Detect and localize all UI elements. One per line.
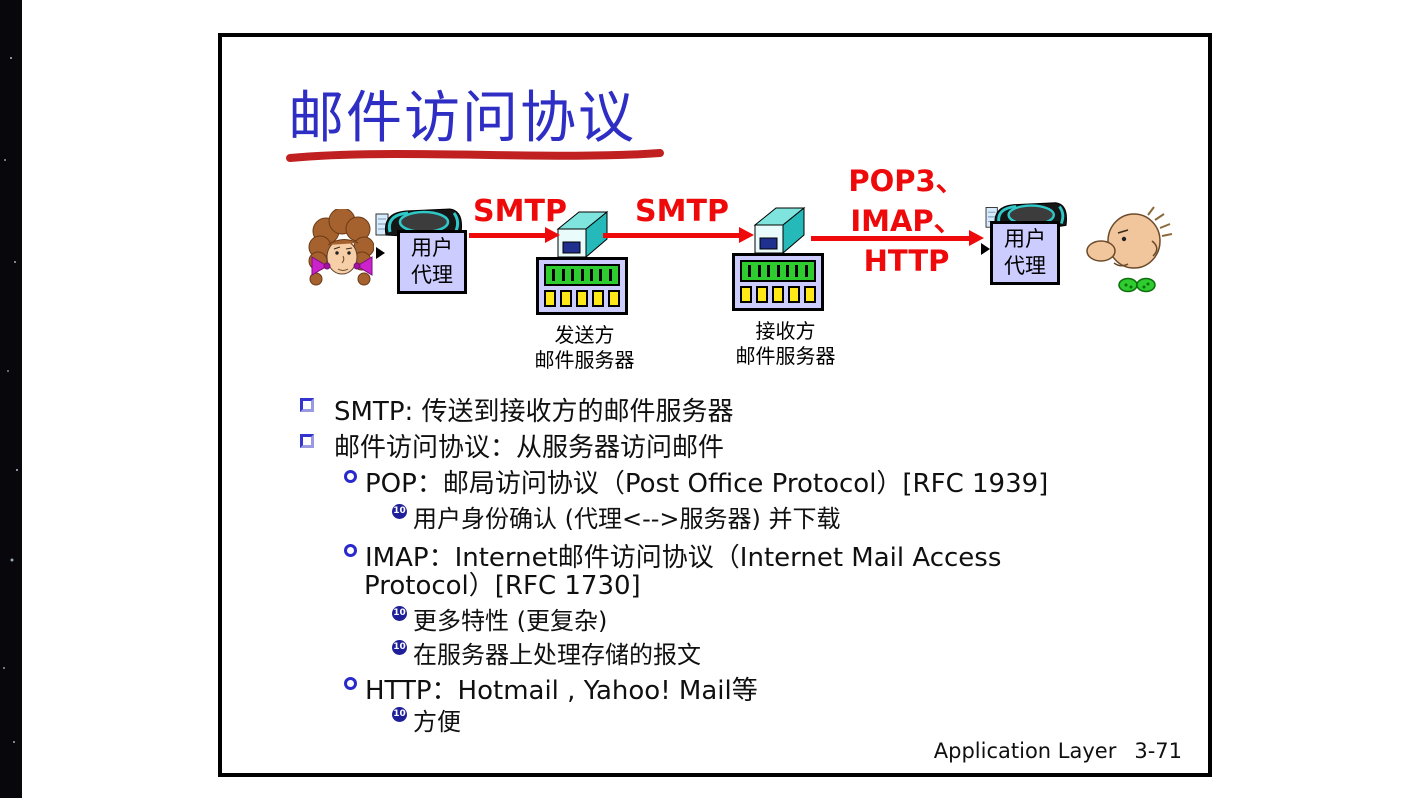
bullet-imap-server-storage-text: 在服务器上处理存储的报文	[413, 641, 701, 669]
access-protocols-line1: POP3、	[848, 164, 965, 198]
receiver-user-agent-line1: 用户	[1004, 227, 1046, 251]
bullet-smtp: SMTP: 传送到接收方的邮件服务器	[300, 391, 734, 428]
circled-ten-bullet-icon: 10	[392, 504, 407, 519]
bullet-access-protocol: 邮件访问协议：从服务器访问邮件	[300, 427, 724, 464]
sending-server-tower-icon	[556, 210, 609, 259]
square-bullet-icon	[300, 398, 314, 412]
bullet-imap-cont-text: Protocol）[RFC 1730]	[364, 571, 641, 601]
sending-server-panel	[544, 264, 620, 286]
sender-user-agent-line1: 用户	[411, 236, 453, 260]
bullet-imap-features: 10 更多特性 (更复杂)	[300, 601, 607, 636]
bullet-access-protocol-text: 邮件访问协议：从服务器访问邮件	[334, 433, 725, 463]
footer-section-label: Application Layer	[933, 739, 1117, 763]
sender-agent-pointer	[376, 247, 385, 259]
circle-bullet-icon	[344, 470, 357, 483]
smtp-arrow-2-head	[739, 227, 754, 243]
smtp-arrow-1	[469, 227, 560, 243]
access-arrow	[811, 230, 984, 246]
sending-server-label-line1: 发送方	[554, 323, 615, 347]
title-underline	[286, 149, 664, 162]
slide-footer: Application Layer 3-71	[934, 739, 1182, 763]
receiver-user-agent-line2: 代理	[1004, 254, 1046, 278]
slide-title: 邮件访问协议	[288, 86, 636, 151]
receiving-server-label-line1: 接收方	[755, 319, 816, 343]
footer-page-number: 3-71	[1134, 739, 1182, 763]
bullet-pop-auth-text: 用户身份确认 (代理<-->服务器) 并下载	[413, 505, 841, 533]
receiving-server-rack-icon	[732, 253, 824, 311]
receiving-server-label: 接收方 邮件服务器	[708, 319, 863, 369]
sender-user-agent-line2: 代理	[411, 263, 453, 287]
bullet-pop-text: POP：邮局访问协议（Post Office Protocol）[RFC 193…	[365, 469, 1049, 499]
bullet-list: SMTP: 传送到接收方的邮件服务器 邮件访问协议：从服务器访问邮件 POP：邮…	[300, 389, 1205, 759]
receiver-user-agent-box: 用户 代理	[990, 221, 1060, 285]
circle-bullet-icon	[344, 677, 357, 690]
smtp-label-1: SMTP	[473, 194, 567, 229]
bullet-imap-text: IMAP：Internet邮件访问协议（Internet Mail Access	[365, 543, 1002, 573]
smtp-arrow-2-shaft	[603, 232, 739, 238]
circled-ten-bullet-icon: 10	[392, 640, 407, 655]
circle-bullet-icon	[344, 544, 357, 557]
bullet-pop-auth: 10 用户身份确认 (代理<-->服务器) 并下载	[300, 499, 841, 534]
access-protocols-line3: HTTP	[863, 244, 950, 278]
bullet-http: HTTP：Hotmail , Yahoo! Mail等	[300, 670, 758, 707]
bullet-pop: POP：邮局访问协议（Post Office Protocol）[RFC 193…	[300, 463, 1048, 500]
smtp-arrow-1-head	[545, 227, 560, 243]
circled-ten-bullet-icon: 10	[392, 606, 407, 621]
sending-server-label-line2: 邮件服务器	[534, 348, 635, 372]
sender-user-agent-box: 用户 代理	[397, 230, 467, 294]
receiving-server-tower-icon	[753, 206, 806, 255]
slide: 邮件访问协议	[218, 33, 1212, 777]
smtp-arrow-1-shaft	[469, 232, 545, 238]
receiving-server-label-line2: 邮件服务器	[735, 344, 836, 368]
bullet-http-convenient-text: 方便	[413, 708, 461, 736]
receiving-server-panel	[740, 260, 816, 282]
starfield-strip	[0, 0, 22, 798]
access-arrow-shaft	[811, 235, 969, 241]
bullet-imap: IMAP：Internet邮件访问协议（Internet Mail Access	[300, 537, 1001, 574]
sending-server-rack-icon	[536, 257, 628, 315]
bullet-http-convenient: 10 方便	[300, 702, 461, 737]
bullet-imap-features-text: 更多特性 (更复杂)	[413, 607, 608, 635]
smtp-arrow-2	[603, 227, 754, 243]
receiver-person-icon	[1086, 206, 1172, 293]
receiver-agent-pointer	[981, 243, 990, 255]
access-protocols-label: POP3、 IMAP、 HTTP	[834, 161, 979, 281]
access-protocols-line2: IMAP、	[850, 204, 963, 238]
square-bullet-icon	[300, 434, 314, 448]
sending-server-label: 发送方 邮件服务器	[512, 323, 657, 373]
bullet-smtp-text: SMTP: 传送到接收方的邮件服务器	[334, 397, 734, 427]
mail-access-diagram: 用户 代理 SMTP 发送方 邮件服务器	[222, 37, 1208, 397]
bullet-imap-server-storage: 10 在服务器上处理存储的报文	[300, 635, 701, 670]
sender-person-icon	[308, 209, 374, 286]
sending-server-units	[544, 290, 620, 307]
smtp-label-2: SMTP	[635, 194, 729, 229]
access-arrow-head	[969, 230, 984, 246]
bullet-imap-cont: Protocol）[RFC 1730]	[300, 565, 641, 602]
bullet-http-text: HTTP：Hotmail , Yahoo! Mail等	[365, 676, 758, 706]
receiver-laptop-icon	[985, 202, 1067, 229]
circled-ten-bullet-icon: 10	[392, 707, 407, 722]
receiving-server-units	[740, 286, 816, 303]
